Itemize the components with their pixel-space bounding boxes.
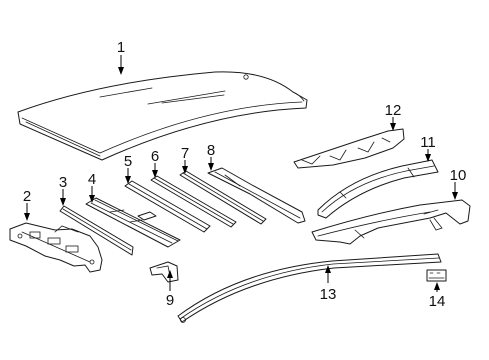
roof-side-rail-11 xyxy=(317,159,439,219)
roof-side-rail-10 xyxy=(311,199,471,245)
callout-9: 9 xyxy=(166,292,174,309)
roof-bow-3 xyxy=(59,205,134,256)
callout-13: 13 xyxy=(320,286,337,303)
clip-14 xyxy=(426,269,447,282)
rear-roof-bow-8 xyxy=(207,167,306,224)
roof-panel xyxy=(17,71,308,161)
front-header-panel xyxy=(9,222,103,273)
roof-bow-5 xyxy=(124,180,211,233)
callout-14: 14 xyxy=(429,293,446,310)
callout-7: 7 xyxy=(181,145,189,162)
callout-4: 4 xyxy=(88,171,96,188)
bracket-9 xyxy=(149,261,179,283)
roof-bow-7 xyxy=(179,170,267,225)
callout-12: 12 xyxy=(385,102,402,119)
reinforcement-12 xyxy=(293,128,405,169)
callout-5: 5 xyxy=(124,153,132,170)
callout-2: 2 xyxy=(23,188,31,205)
callout-3: 3 xyxy=(59,174,67,191)
callout-11: 11 xyxy=(420,134,436,151)
callout-1: 1 xyxy=(117,39,125,56)
callout-labels: 1 2 3 4 5 6 7 8 9 10 11 12 13 14 xyxy=(23,39,467,310)
callout-6: 6 xyxy=(151,148,159,165)
callout-10: 10 xyxy=(450,167,467,184)
roof-bow-4 xyxy=(85,197,181,248)
leader-lines xyxy=(24,55,458,292)
roof-drip-strip-13 xyxy=(177,253,442,323)
callout-8: 8 xyxy=(207,142,215,159)
